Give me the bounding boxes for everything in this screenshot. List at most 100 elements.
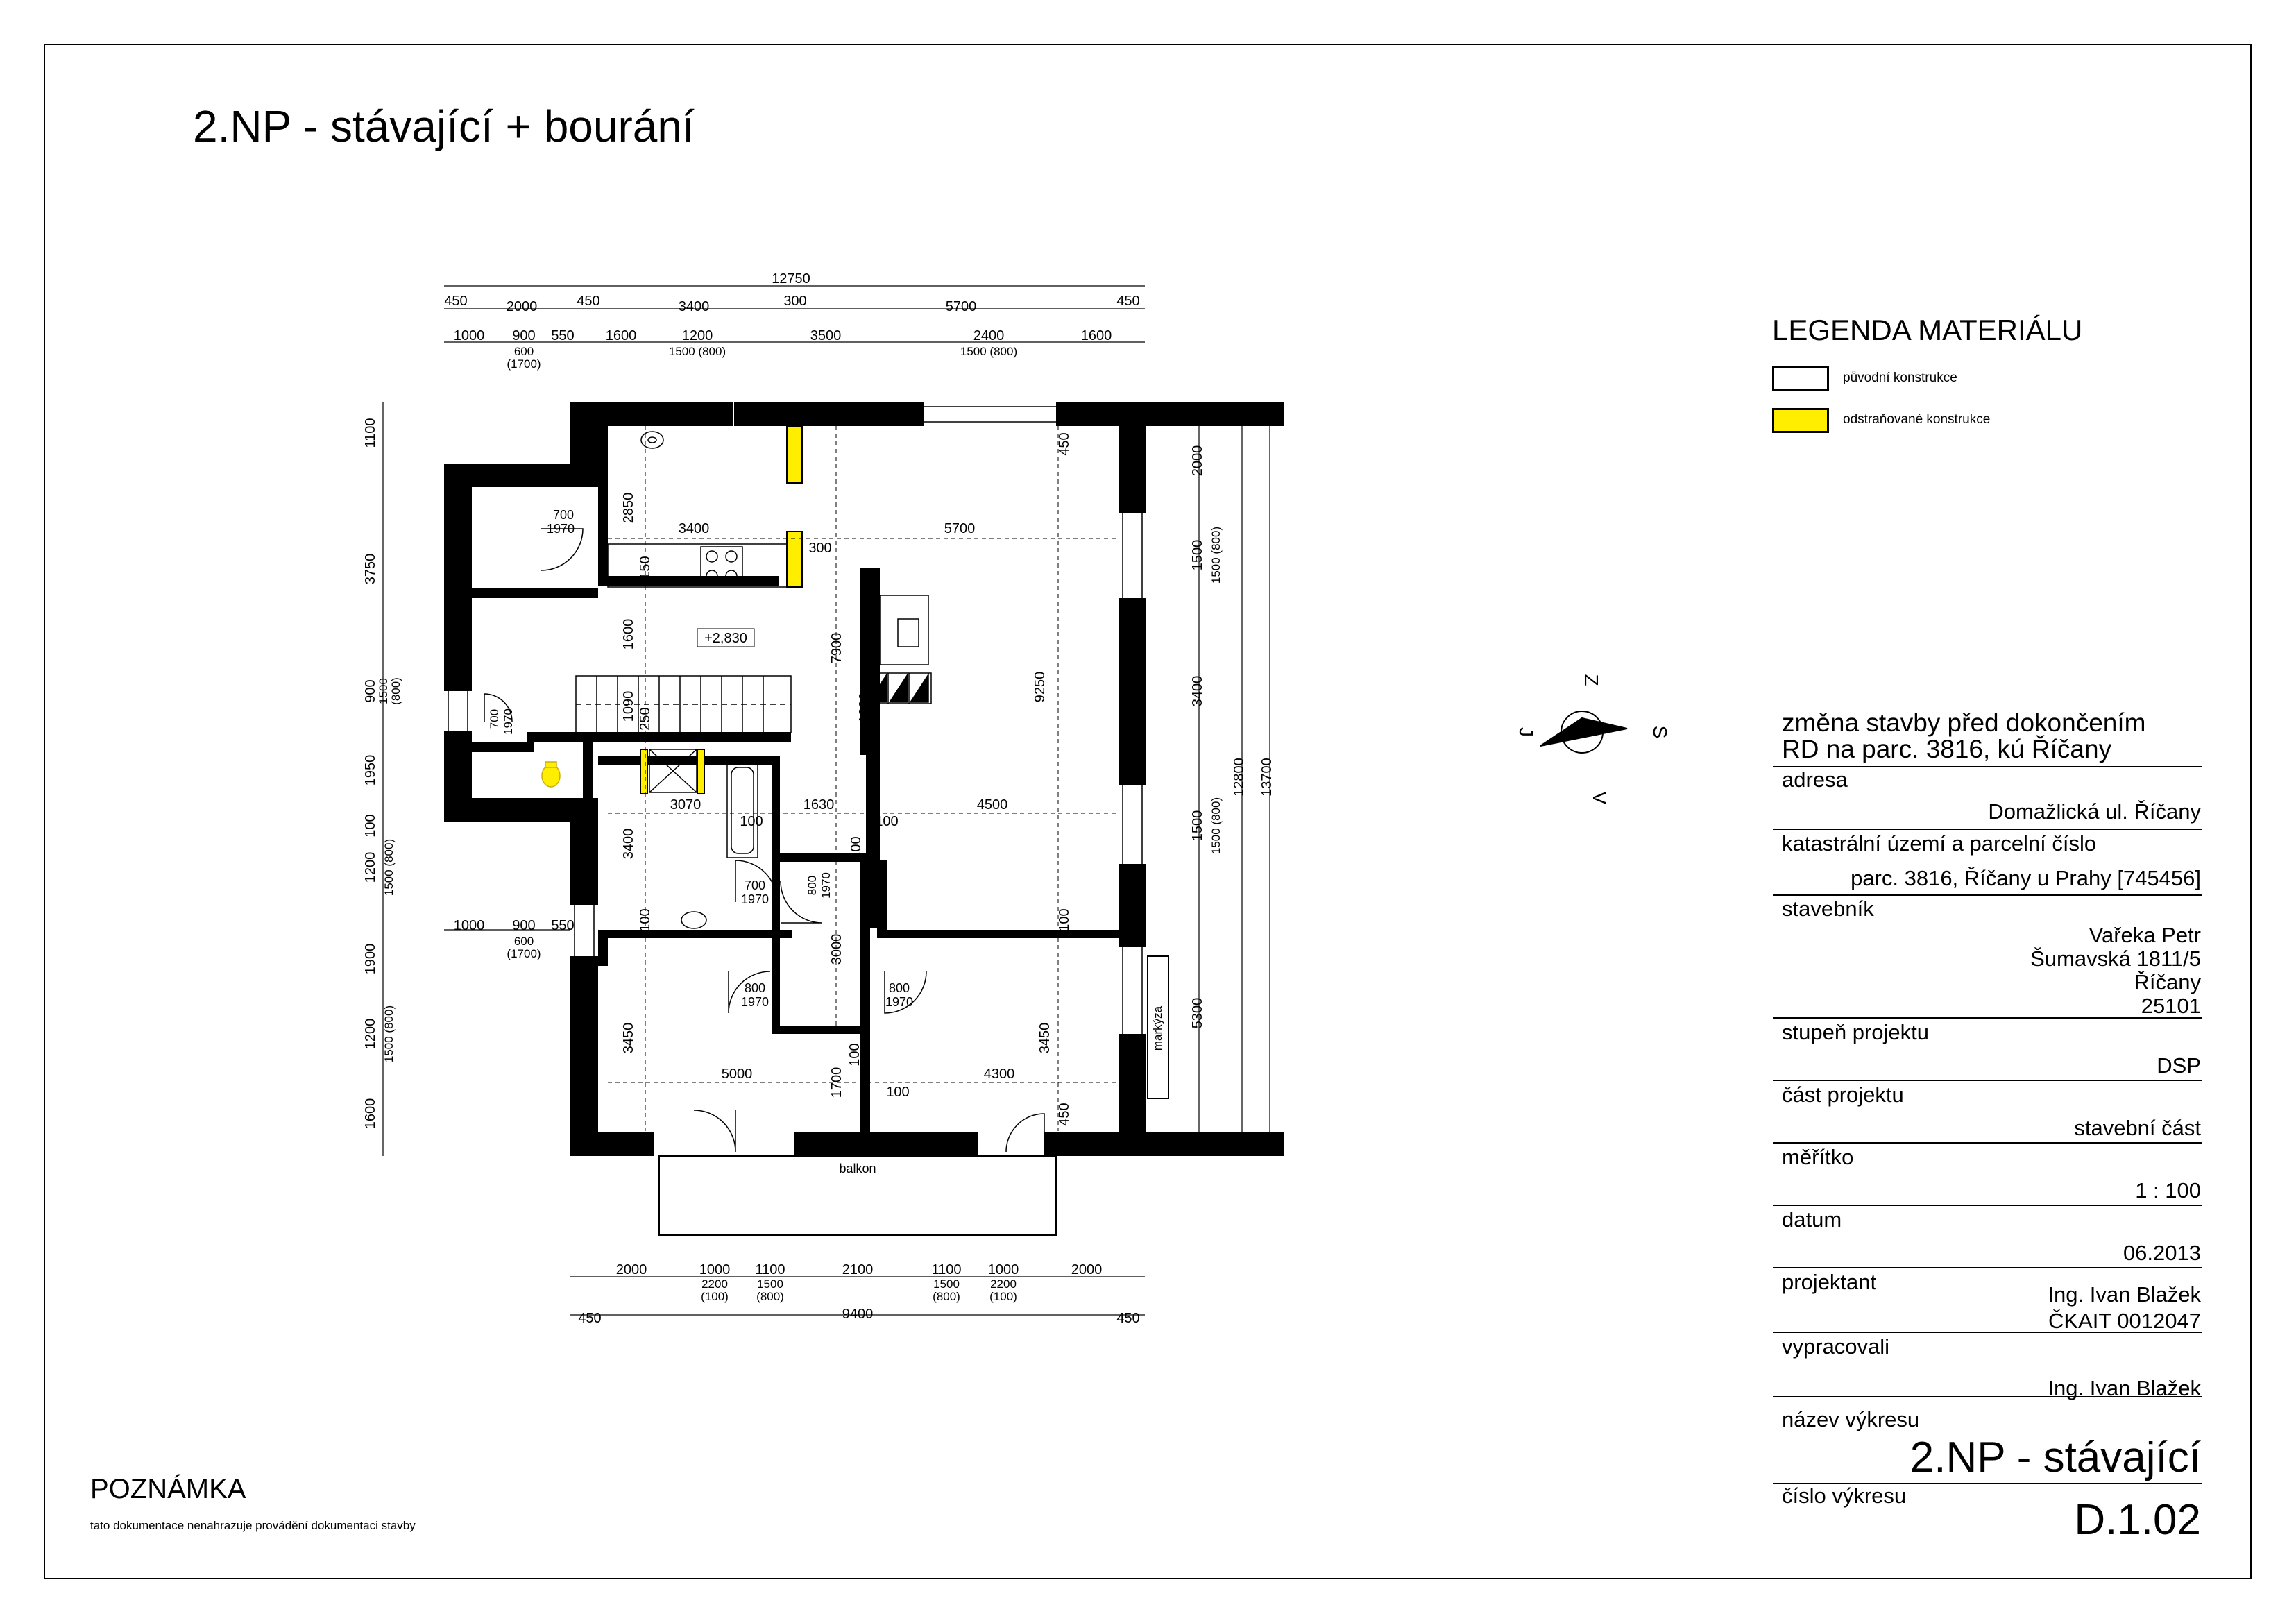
- dim-left-1: 3750: [363, 554, 378, 585]
- floor-plan: [382, 285, 1628, 1316]
- door-3-h: 1970: [819, 872, 833, 899]
- dim-in-25: 1700: [829, 1067, 844, 1098]
- door-5-h: 1970: [885, 995, 913, 1009]
- dim-bot-11: 1000: [988, 1262, 1019, 1277]
- wall-left-3: [570, 822, 598, 905]
- dim-left-4: (800): [389, 677, 402, 705]
- dim-top-r2-3: (1700): [507, 357, 541, 371]
- tb-date: 06.2013: [2123, 1241, 2201, 1265]
- wall-bottom-1: [570, 1132, 654, 1156]
- wall-right-mid: [1119, 598, 1146, 785]
- awning-outline: [1147, 955, 1169, 1099]
- legend-label-demolished: odstraňované konstrukce: [1843, 412, 1991, 427]
- dim-left-5: 1950: [363, 755, 378, 786]
- dim-left-6: 1200: [363, 852, 378, 883]
- wall-corridor-left: [772, 853, 780, 1027]
- dim-in-18: 3400: [621, 829, 636, 860]
- dim-bot2-2: 450: [1116, 1311, 1139, 1326]
- dim-in-3: 150: [638, 556, 653, 579]
- tb-address-label: adresa: [1782, 767, 1848, 792]
- dim-top-r2-4: 550: [551, 328, 574, 343]
- tb-builder-line-2: Říčany: [2134, 970, 2201, 994]
- dim-right-1: 2000: [1190, 445, 1205, 477]
- wall-right-top: [1119, 402, 1146, 513]
- note-text: tato dokumentace nenahrazuje provádění d…: [90, 1519, 416, 1532]
- dim-bot-10: (800): [933, 1290, 960, 1303]
- dim-top-r2-1: 900: [512, 328, 535, 343]
- tb-prepared: Ing. Ivan Blažek: [2048, 1376, 2201, 1400]
- dim-right-4: 3400: [1190, 676, 1205, 707]
- north-arrow: [1540, 711, 1628, 754]
- wall-bath2-right: [772, 756, 780, 881]
- dim-left-7: 100: [363, 814, 378, 837]
- dim-bot-8: 1100: [931, 1262, 961, 1277]
- dim-top-r1-4: 300: [783, 294, 806, 309]
- wall-corridor-bottom: [772, 1026, 869, 1034]
- fixtures: [541, 431, 932, 929]
- demolished-shower-right: [697, 749, 705, 794]
- windows: [448, 406, 1143, 1055]
- tb-drawing-number-label: číslo výkresu: [1782, 1484, 1907, 1508]
- dim-top-r1-6: 450: [1116, 294, 1139, 309]
- door-2-h: 1970: [741, 892, 769, 906]
- dim-in-20: 3000: [829, 934, 844, 965]
- boilers: [867, 672, 932, 704]
- dim-in-8: 9250: [1032, 672, 1048, 703]
- dim-left-10: 1200: [363, 1019, 378, 1050]
- dim-in-0: 3400: [679, 521, 710, 536]
- dim-top-r2-2: 600: [514, 345, 534, 358]
- dim-in-2: 2850: [621, 493, 636, 524]
- door-4-h: 1970: [741, 995, 769, 1009]
- dim-top-r1-3: 3400: [679, 299, 710, 314]
- dim-in-26: 100: [847, 1043, 862, 1066]
- awning-label: markýza: [1151, 1005, 1164, 1051]
- wall-corridor-top: [772, 853, 869, 862]
- dim-in-11: 1890: [857, 692, 872, 724]
- legend-label-existing: původní konstrukce: [1843, 371, 1957, 385]
- wall-bottom-8: [1120, 1132, 1284, 1156]
- balcony-label: balkon: [839, 1162, 876, 1175]
- washbasin-bath: [681, 911, 707, 929]
- demolished-wall-1: [786, 425, 803, 484]
- dim-left-11: 1500 (800): [382, 1005, 396, 1062]
- door-4-w: 800: [745, 981, 765, 995]
- height-mark-box: [697, 628, 755, 647]
- dimension-lines: [382, 285, 1270, 1316]
- tb-builder-line-3: 25101: [2141, 994, 2201, 1018]
- dim-bot-5: 1500: [757, 1277, 783, 1291]
- north-label-j: J: [1515, 727, 1537, 737]
- door-1-h: 1970: [502, 708, 515, 735]
- dim-in-7: 7900: [829, 633, 844, 664]
- dim-bot-3: (100): [701, 1290, 729, 1303]
- dim-top-r2-7: 1500 (800): [669, 345, 726, 358]
- washbasin-upper: [640, 431, 664, 449]
- dim-bot-1: 1000: [699, 1262, 731, 1277]
- tb-designer-line-0: Ing. Ivan Blažek: [2048, 1282, 2201, 1307]
- tb-prepared-label: vypracovali: [1782, 1334, 1890, 1359]
- dim-left-0: 1100: [363, 418, 378, 448]
- dim-top-r1-0: 450: [444, 294, 467, 309]
- tb-part: stavební část: [2074, 1116, 2201, 1140]
- wall-room-se-top: [877, 930, 1120, 938]
- bathtub: [726, 763, 758, 858]
- dim-bot-4: 1100: [755, 1262, 785, 1277]
- door-small-left: [484, 693, 513, 722]
- dim-bot-7: 2100: [842, 1262, 874, 1277]
- door-bath: [735, 860, 778, 903]
- dim-in-12: 3070: [670, 797, 701, 813]
- dim-right-6: 1500 (800): [1209, 797, 1223, 854]
- dim-in-27: 4300: [984, 1067, 1015, 1082]
- sheet-border: [44, 44, 2252, 1579]
- tb-scale: 1 : 100: [2135, 1178, 2201, 1203]
- wall-bottom-right-pier: [1044, 1132, 1120, 1156]
- height-mark: +2,830: [704, 631, 747, 646]
- hob: [700, 546, 743, 586]
- dim-in-13: 1630: [803, 797, 835, 813]
- balcony-outline: [658, 1155, 1057, 1236]
- legend-title: LEGENDA MATERIÁLU: [1772, 314, 2083, 346]
- north-label-s: S: [1649, 726, 1671, 739]
- dim-in-17: 100: [875, 814, 898, 829]
- dim-right-5: 1500: [1190, 810, 1205, 842]
- dim-left-2: 900: [363, 679, 378, 702]
